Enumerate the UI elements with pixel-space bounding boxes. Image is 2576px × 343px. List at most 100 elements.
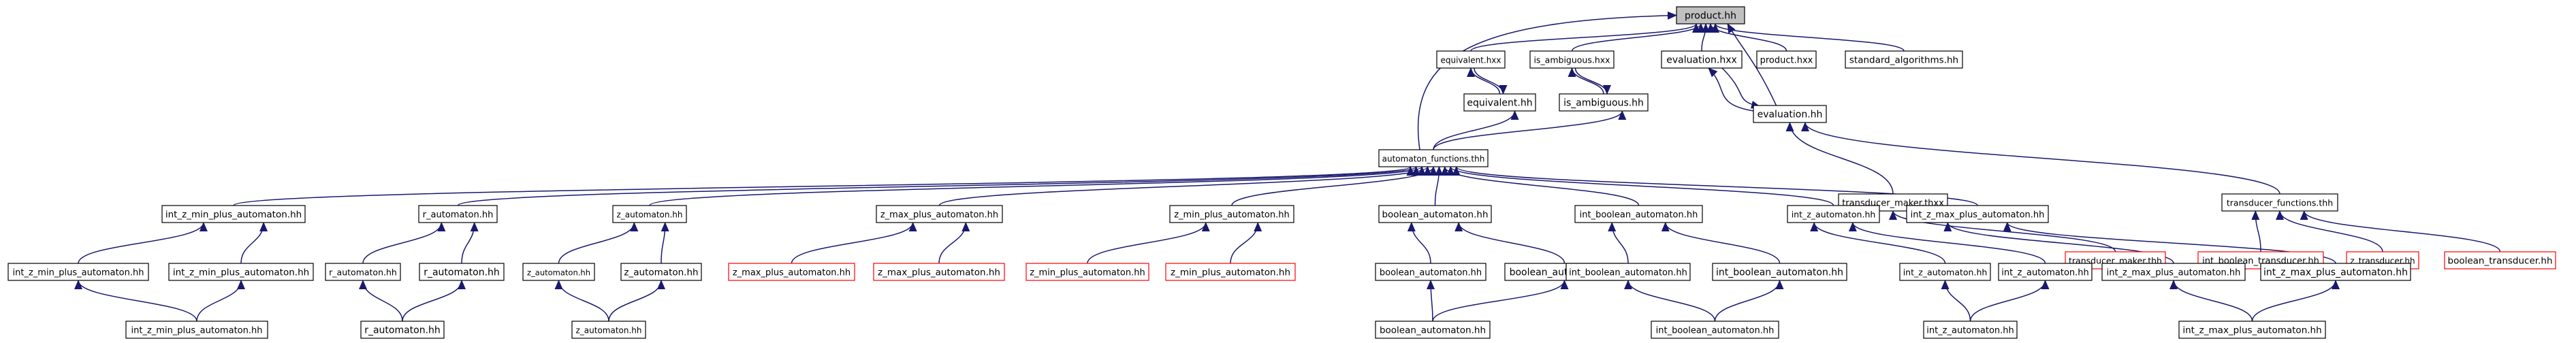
node-box <box>620 263 702 281</box>
node-standard-algorithms-hh[interactable]: standard_algorithms.hh <box>1845 50 1963 69</box>
node-label: product.hxx <box>1760 56 1813 66</box>
node-l4-int-z-max-plus-b[interactable]: int_z_max_plus_automaton.hh <box>2260 263 2411 281</box>
node-equivalent-hh[interactable]: equivalent.hh <box>1463 93 1536 112</box>
node-box <box>1712 263 1847 281</box>
edge-l3_int_z_min_plus-to-automaton_functions_thh <box>233 166 1414 206</box>
node-box <box>1565 263 1691 281</box>
node-label: int_boolean_automaton.hh <box>1656 326 1775 336</box>
node-product-hh[interactable]: product.hh <box>1676 6 1745 24</box>
node-is-ambiguous-hh[interactable]: is_ambiguous.hh <box>1559 93 1649 112</box>
node-l3-int-z-max-plus[interactable]: int_z_max_plus_automaton.hh <box>1906 205 2049 223</box>
node-label: int_z_automaton.hh <box>2001 268 2089 278</box>
node-l5-boolean[interactable]: boolean_automaton.hh <box>1375 321 1491 339</box>
node-l5-z[interactable]: z_automaton.hh <box>571 321 646 339</box>
node-box <box>1436 50 1506 69</box>
edge-evaluation_hh-to-evaluation_hxx <box>1708 67 1754 112</box>
node-label: int_z_min_plus_automaton.hh <box>165 210 302 220</box>
node-box <box>1574 205 1703 223</box>
node-label: z_max_plus_automaton.hh <box>733 268 850 278</box>
node-box <box>522 263 595 281</box>
node-boolean-transducer-hh[interactable]: boolean_transducer.hh <box>2444 251 2556 270</box>
node-label: int_boolean_automaton.hh <box>1569 268 1687 278</box>
node-box <box>325 263 401 281</box>
node-automaton-functions-thh[interactable]: automaton_functions.thh <box>1378 149 1489 167</box>
edge-evaluation_hh-to-product_hh <box>1727 23 1777 106</box>
node-label: transducer_functions.thh <box>2227 198 2333 208</box>
node-box <box>873 263 1005 281</box>
node-evaluation-hh[interactable]: evaluation.hh <box>1753 105 1827 123</box>
node-label: int_z_min_plus_automaton.hh <box>131 326 263 336</box>
edge-evaluation_hxx-to-evaluation_hh <box>1721 67 1761 109</box>
node-label: z_min_plus_automaton.hh <box>1174 210 1290 220</box>
node-l3-int-boolean[interactable]: int_boolean_automaton.hh <box>1574 205 1703 223</box>
node-l4-r-b[interactable]: r_automaton.hh <box>419 263 505 281</box>
node-box <box>1906 205 2049 223</box>
node-product-hxx[interactable]: product.hxx <box>1756 50 1817 69</box>
node-label: int_z_min_plus_automaton.hh <box>173 267 309 278</box>
node-l3-boolean[interactable]: boolean_automaton.hh <box>1378 205 1492 223</box>
edge-l4_r_a-to-l3_r <box>362 222 446 264</box>
edge-l5_int_boolean-to-l4_int_boolean_b <box>1714 280 1784 322</box>
edge-l3_z_min_plus-to-automaton_functions_thh <box>1231 166 1437 206</box>
node-l4-z-min-plus-b[interactable]: z_min_plus_automaton.hh <box>1165 263 1296 281</box>
node-l3-r[interactable]: r_automaton.hh <box>418 205 498 223</box>
node-label: r_automaton.hh <box>423 210 494 220</box>
node-box <box>360 321 445 339</box>
node-l4-z-a[interactable]: z_automaton.hh <box>522 263 595 281</box>
node-l4-int-z-a[interactable]: int_z_automaton.hh <box>1899 263 1991 281</box>
node-label: equivalent.hxx <box>1440 56 1501 65</box>
node-box <box>728 263 855 281</box>
node-l4-boolean-a[interactable]: boolean_automaton.hh <box>1375 263 1486 281</box>
node-transducer-functions-thh[interactable]: transducer_functions.thh <box>2221 193 2338 212</box>
node-box <box>612 205 687 223</box>
edge-l5_int_z-to-l4_int_z_b <box>1969 280 2050 322</box>
node-l5-int-z-max-plus[interactable]: int_z_max_plus_automaton.hh <box>2178 321 2326 339</box>
node-l4-z-max-plus-b[interactable]: z_max_plus_automaton.hh <box>873 263 1005 281</box>
node-is-ambiguous-hxx[interactable]: is_ambiguous.hxx <box>1529 50 1615 69</box>
node-l4-z-b[interactable]: z_automaton.hh <box>620 263 702 281</box>
node-l5-r[interactable]: r_automaton.hh <box>360 321 445 339</box>
node-l4-r-a[interactable]: r_automaton.hh <box>325 263 401 281</box>
node-l3-z-max-plus[interactable]: z_max_plus_automaton.hh <box>876 205 1003 223</box>
node-l4-int-z-max-plus-a[interactable]: int_z_max_plus_automaton.hh <box>2101 263 2246 281</box>
node-l3-int-z[interactable]: int_z_automaton.hh <box>1787 205 1880 223</box>
node-l3-z-min-plus[interactable]: z_min_plus_automaton.hh <box>1169 205 1294 223</box>
node-l4-z-min-plus-a[interactable]: z_min_plus_automaton.hh <box>1025 263 1149 281</box>
edge-l4_z_max_plus_b-to-l3_z_max_plus <box>938 222 970 264</box>
node-box <box>1169 205 1294 223</box>
edge-automaton_functions_thh-to-is_ambiguous_hh <box>1433 110 1627 150</box>
node-label: z_max_plus_automaton.hh <box>880 210 998 220</box>
node-l3-int-z-min-plus[interactable]: int_z_min_plus_automaton.hh <box>161 205 306 223</box>
node-l3-z[interactable]: z_automaton.hh <box>612 205 687 223</box>
node-l5-int-z[interactable]: int_z_automaton.hh <box>1923 321 2018 339</box>
node-l4-int-z-b[interactable]: int_z_automaton.hh <box>1998 263 2093 281</box>
node-l4-int-boolean-b[interactable]: int_boolean_automaton.hh <box>1712 263 1847 281</box>
node-box <box>2178 321 2326 339</box>
node-label: automaton_functions.thh <box>1382 154 1485 164</box>
node-box <box>1787 205 1880 223</box>
node-evaluation-hxx[interactable]: evaluation.hxx <box>1661 50 1743 69</box>
edge-z_transducer_hh-to-transducer_functions_thh <box>2276 210 2383 252</box>
edge-is_ambiguous_hxx-to-product_hh <box>1571 23 1705 52</box>
node-label: is_ambiguous.hxx <box>1533 55 1610 65</box>
node-l5-int-z-min-plus[interactable]: int_z_min_plus_automaton.hh <box>125 321 268 339</box>
node-box <box>2260 263 2411 281</box>
node-label: z_max_plus_automaton.hh <box>878 267 1000 278</box>
node-box <box>2101 263 2246 281</box>
node-l4-z-max-plus-a[interactable]: z_max_plus_automaton.hh <box>728 263 855 281</box>
node-l4-int-boolean-a[interactable]: int_boolean_automaton.hh <box>1565 263 1691 281</box>
node-layer: product.hh equivalent.hxx is_ambiguous.hxx… <box>7 6 2556 339</box>
node-box <box>1529 50 1615 69</box>
node-box <box>1676 6 1745 24</box>
node-label: boolean_automaton.hh <box>1380 325 1486 336</box>
node-box <box>7 263 149 281</box>
node-l5-int-boolean[interactable]: int_boolean_automaton.hh <box>1651 321 1779 339</box>
node-label: int_z_automaton.hh <box>1903 267 1988 278</box>
node-label: standard_algorithms.hh <box>1849 55 1958 66</box>
node-box <box>876 205 1003 223</box>
edge-l5_z-to-l4_z_a <box>554 280 609 322</box>
node-equivalent-hxx[interactable]: equivalent.hxx <box>1436 50 1506 69</box>
node-l4-int-z-min-plus-a[interactable]: int_z_min_plus_automaton.hh <box>7 263 149 281</box>
node-l4-int-z-min-plus-b[interactable]: int_z_min_plus_automaton.hh <box>168 263 314 281</box>
